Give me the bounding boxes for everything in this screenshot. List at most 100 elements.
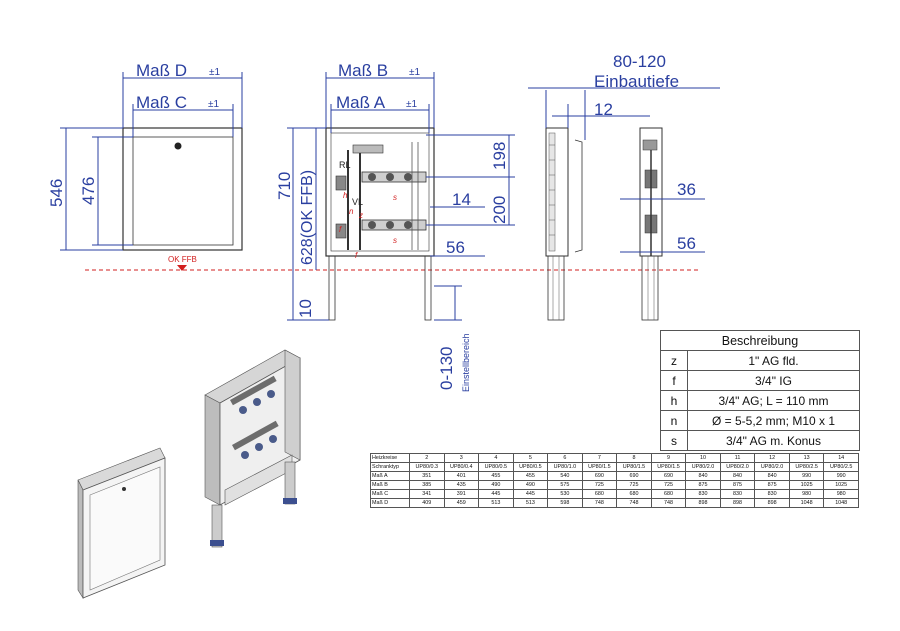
table-cell: UP80/2.5 xyxy=(823,462,859,472)
description-value: 3/4" IG xyxy=(687,370,860,391)
dim-56-front: 56 xyxy=(446,238,465,257)
table-cell: 980 xyxy=(788,489,825,499)
table-cell: 540 xyxy=(547,471,583,481)
table-cell: UP80/0.3 xyxy=(409,462,445,472)
table-cell: 680 xyxy=(616,489,652,499)
dim-546: 546 xyxy=(47,179,66,207)
table-cell: 10 xyxy=(685,453,721,463)
table-cell: UP80/1.5 xyxy=(616,462,652,472)
description-value: 3/4" AG m. Konus xyxy=(687,430,860,451)
table-cell: 490 xyxy=(512,480,549,490)
table-cell: 980 xyxy=(823,489,859,499)
size-table: Heizkreise 2 3 4 5 6 7 8 9 10 11 12 13 1… xyxy=(370,453,859,508)
description-header-row: Beschreibung xyxy=(660,330,860,351)
table-cell: 445 xyxy=(512,489,549,499)
mass-a-tolerance: ±1 xyxy=(406,99,417,110)
table-cell: 459 xyxy=(443,498,480,508)
label-vl: VL xyxy=(352,197,363,207)
dim-10: 10 xyxy=(296,299,315,318)
description-value: 1" AG fld. xyxy=(687,350,860,371)
table-cell: 3 xyxy=(443,453,480,463)
dim-14: 14 xyxy=(452,190,471,209)
table-cell: 5 xyxy=(512,453,549,463)
mass-b-tolerance: ±1 xyxy=(409,67,420,78)
table-cell: 990 xyxy=(788,471,825,481)
dim-628: 628(OK FFB) xyxy=(299,170,316,265)
isometric-view-closed xyxy=(77,447,166,600)
table-cell: 11 xyxy=(719,453,756,463)
table-cell: 9 xyxy=(650,453,687,463)
table-cell: 830 xyxy=(754,489,790,499)
description-value: Ø = 5-5,2 mm; M10 x 1 xyxy=(687,410,860,431)
mass-d-label: Maß D xyxy=(136,61,187,80)
dim-200: 200 xyxy=(490,196,509,224)
table-cell: 840 xyxy=(754,471,790,481)
label-f-bottom: f xyxy=(355,251,358,260)
einbautiefe-label: Einbautiefe xyxy=(594,72,679,91)
description-key: f xyxy=(660,370,688,391)
table-cell: UP80/2.0 xyxy=(685,462,721,472)
table-cell: 748 xyxy=(581,498,618,508)
table-cell: 1025 xyxy=(788,480,825,490)
table-cell: 840 xyxy=(719,471,756,481)
table-cell: 455 xyxy=(478,471,514,481)
table-cell: 725 xyxy=(616,480,652,490)
table-cell: Maß A xyxy=(370,471,410,481)
table-cell: 409 xyxy=(409,498,445,508)
table-cell: 391 xyxy=(443,489,480,499)
door-lock-icon xyxy=(122,487,126,491)
table-cell: 575 xyxy=(547,480,583,490)
table-cell: 875 xyxy=(719,480,756,490)
dim-80-120: 80-120 xyxy=(613,52,666,71)
label-h: h xyxy=(343,191,348,200)
table-cell: 490 xyxy=(478,480,514,490)
table-cell: UP80/0.4 xyxy=(443,462,480,472)
description-value: 3/4" AG; L = 110 mm xyxy=(687,390,860,411)
table-cell: 4 xyxy=(478,453,514,463)
table-cell: 1048 xyxy=(788,498,825,508)
table-cell: 7 xyxy=(581,453,618,463)
ok-ffb-arrow-icon xyxy=(177,265,187,271)
table-cell: UP80/2.0 xyxy=(754,462,790,472)
table-cell: 6 xyxy=(547,453,583,463)
table-cell: 680 xyxy=(650,489,687,499)
table-cell: Schranktyp xyxy=(370,462,410,472)
lock-icon xyxy=(174,142,182,150)
mass-c-label: Maß C xyxy=(136,93,187,112)
table-cell: 748 xyxy=(616,498,652,508)
table-row: n Ø = 5-5,2 mm; M10 x 1 xyxy=(660,410,860,431)
table-cell: 445 xyxy=(478,489,514,499)
table-cell: 598 xyxy=(547,498,583,508)
description-key: s xyxy=(660,430,688,451)
table-cell: 14 xyxy=(823,453,859,463)
table-cell: Maß D xyxy=(370,498,410,508)
dim-12: 12 xyxy=(594,100,613,119)
table-cell: 875 xyxy=(685,480,721,490)
table-cell: 8 xyxy=(616,453,652,463)
table-cell: 725 xyxy=(650,480,687,490)
table-cell: UP80/1.5 xyxy=(650,462,687,472)
table-cell: 830 xyxy=(685,489,721,499)
table-cell: UP80/2.0 xyxy=(719,462,756,472)
description-key: z xyxy=(660,350,688,371)
table-row: Maß D 409 459 513 513 598 748 748 748 89… xyxy=(370,498,859,508)
front-view-open: RL VL h n z f f s s Maß B ±1 Maß A ±1 71… xyxy=(275,61,515,392)
mass-c-tolerance: ±1 xyxy=(208,99,219,110)
table-cell: 898 xyxy=(685,498,721,508)
description-key: h xyxy=(660,390,688,411)
table-cell: 690 xyxy=(581,471,618,481)
table-cell: UP80/0.5 xyxy=(512,462,549,472)
table-cell: Maß B xyxy=(370,480,410,490)
dim-476: 476 xyxy=(79,177,98,205)
side-view-cabinet: 80-120 Einbautiefe 12 xyxy=(528,52,720,321)
table-cell: 401 xyxy=(443,471,480,481)
dim-0-130: 0-130 xyxy=(437,347,456,390)
table-cell: 513 xyxy=(512,498,549,508)
table-cell: 1025 xyxy=(823,480,859,490)
table-row: f 3/4" IG xyxy=(660,370,860,391)
isometric-view-open xyxy=(204,349,301,548)
mass-a-label: Maß A xyxy=(336,93,386,112)
table-cell: 690 xyxy=(650,471,687,481)
table-cell: 680 xyxy=(581,489,618,499)
table-cell: UP80/1.5 xyxy=(581,462,618,472)
